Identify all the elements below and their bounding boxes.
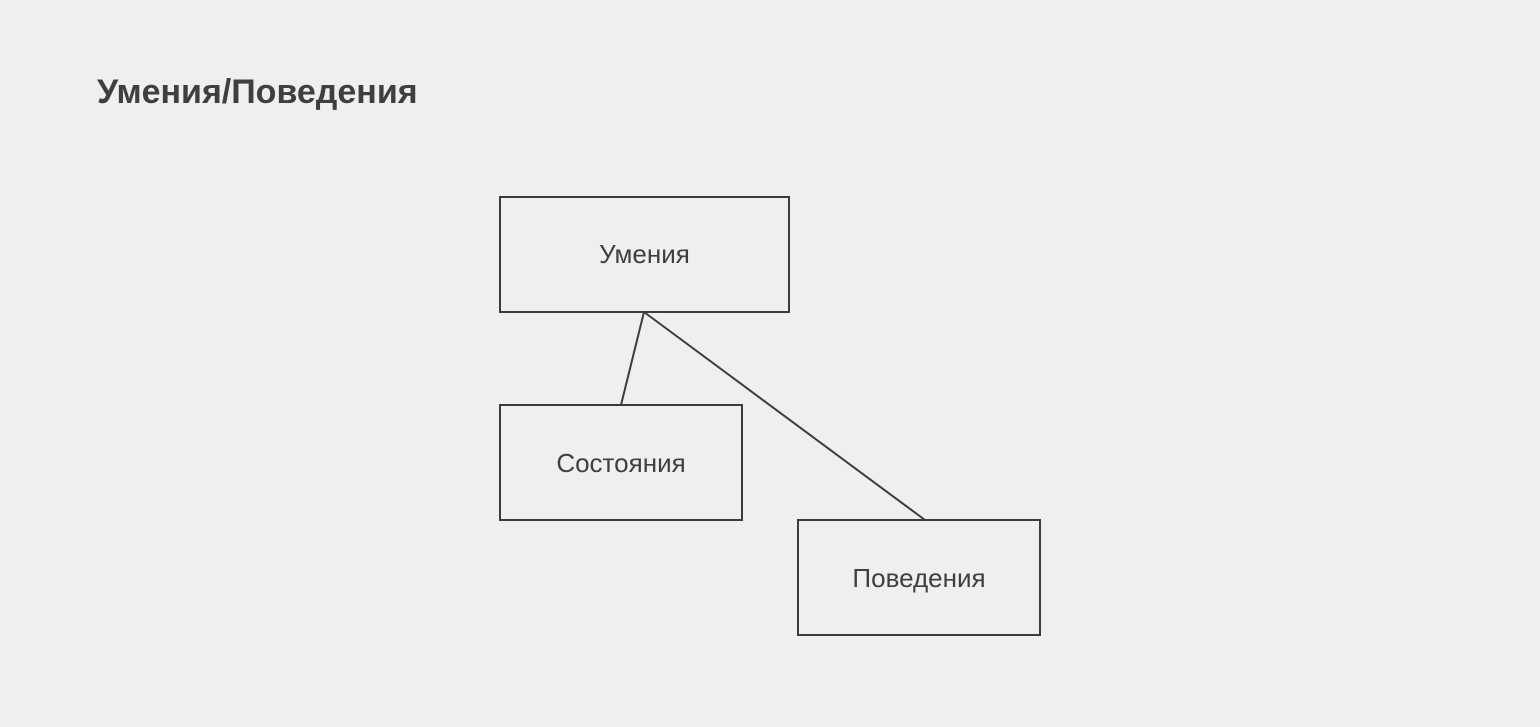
node-behaviors-box bbox=[797, 519, 1041, 636]
edge-skills-states bbox=[620, 311, 645, 406]
node-skills: Умения bbox=[499, 196, 790, 313]
node-states-box bbox=[499, 404, 743, 521]
node-states: Состояния bbox=[499, 404, 743, 521]
edge-skills-behaviors bbox=[643, 311, 926, 521]
node-skills-box bbox=[499, 196, 790, 313]
node-behaviors: Поведения bbox=[797, 519, 1041, 636]
page-title: Умения/Поведения bbox=[97, 73, 418, 111]
node-states-label: Состояния bbox=[556, 448, 685, 478]
node-behaviors-label: Поведения bbox=[852, 563, 985, 593]
node-skills-label: Умения bbox=[599, 239, 690, 269]
